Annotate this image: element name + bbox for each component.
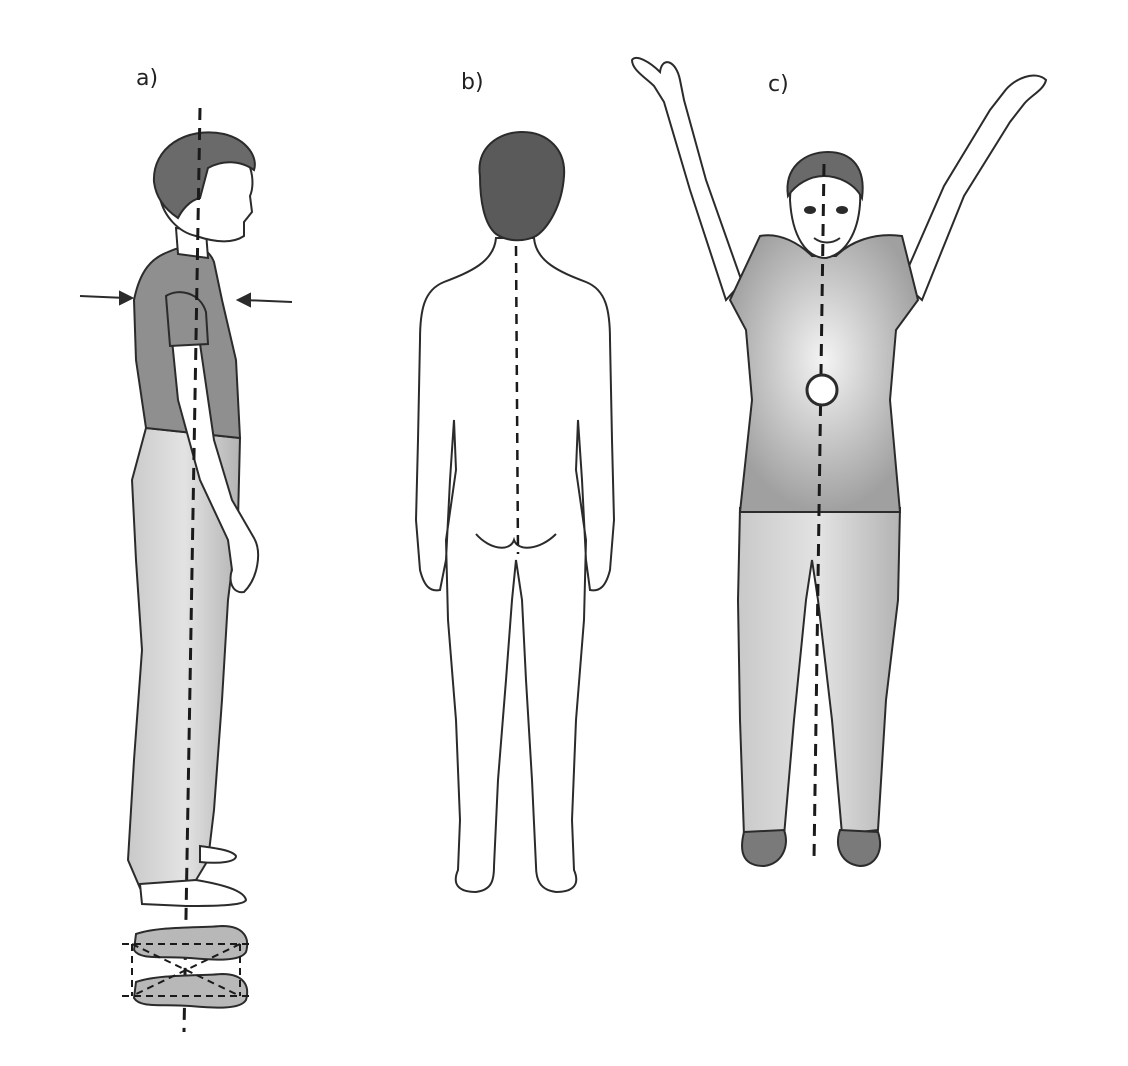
figure-c-right-shoe	[838, 830, 880, 866]
figure-a-footprint-diagram	[122, 926, 252, 1008]
figure-a-side-view	[80, 108, 292, 1032]
figure-c-center-of-gravity-marker	[807, 375, 837, 405]
figure-c-left-arm	[632, 58, 742, 300]
figure-b-body	[416, 238, 614, 892]
figure-a-back-foot	[200, 846, 236, 863]
figure-b-hair	[480, 132, 565, 240]
figure-c-front-view	[632, 58, 1046, 866]
figure-c-right-arm	[902, 76, 1046, 300]
figure-b-back-view	[416, 132, 614, 892]
figure-c-pants	[738, 508, 900, 836]
figure-a-front-foot	[140, 880, 246, 906]
figure-c-shirt	[730, 235, 918, 512]
figure-c-left-shoe	[742, 830, 786, 866]
